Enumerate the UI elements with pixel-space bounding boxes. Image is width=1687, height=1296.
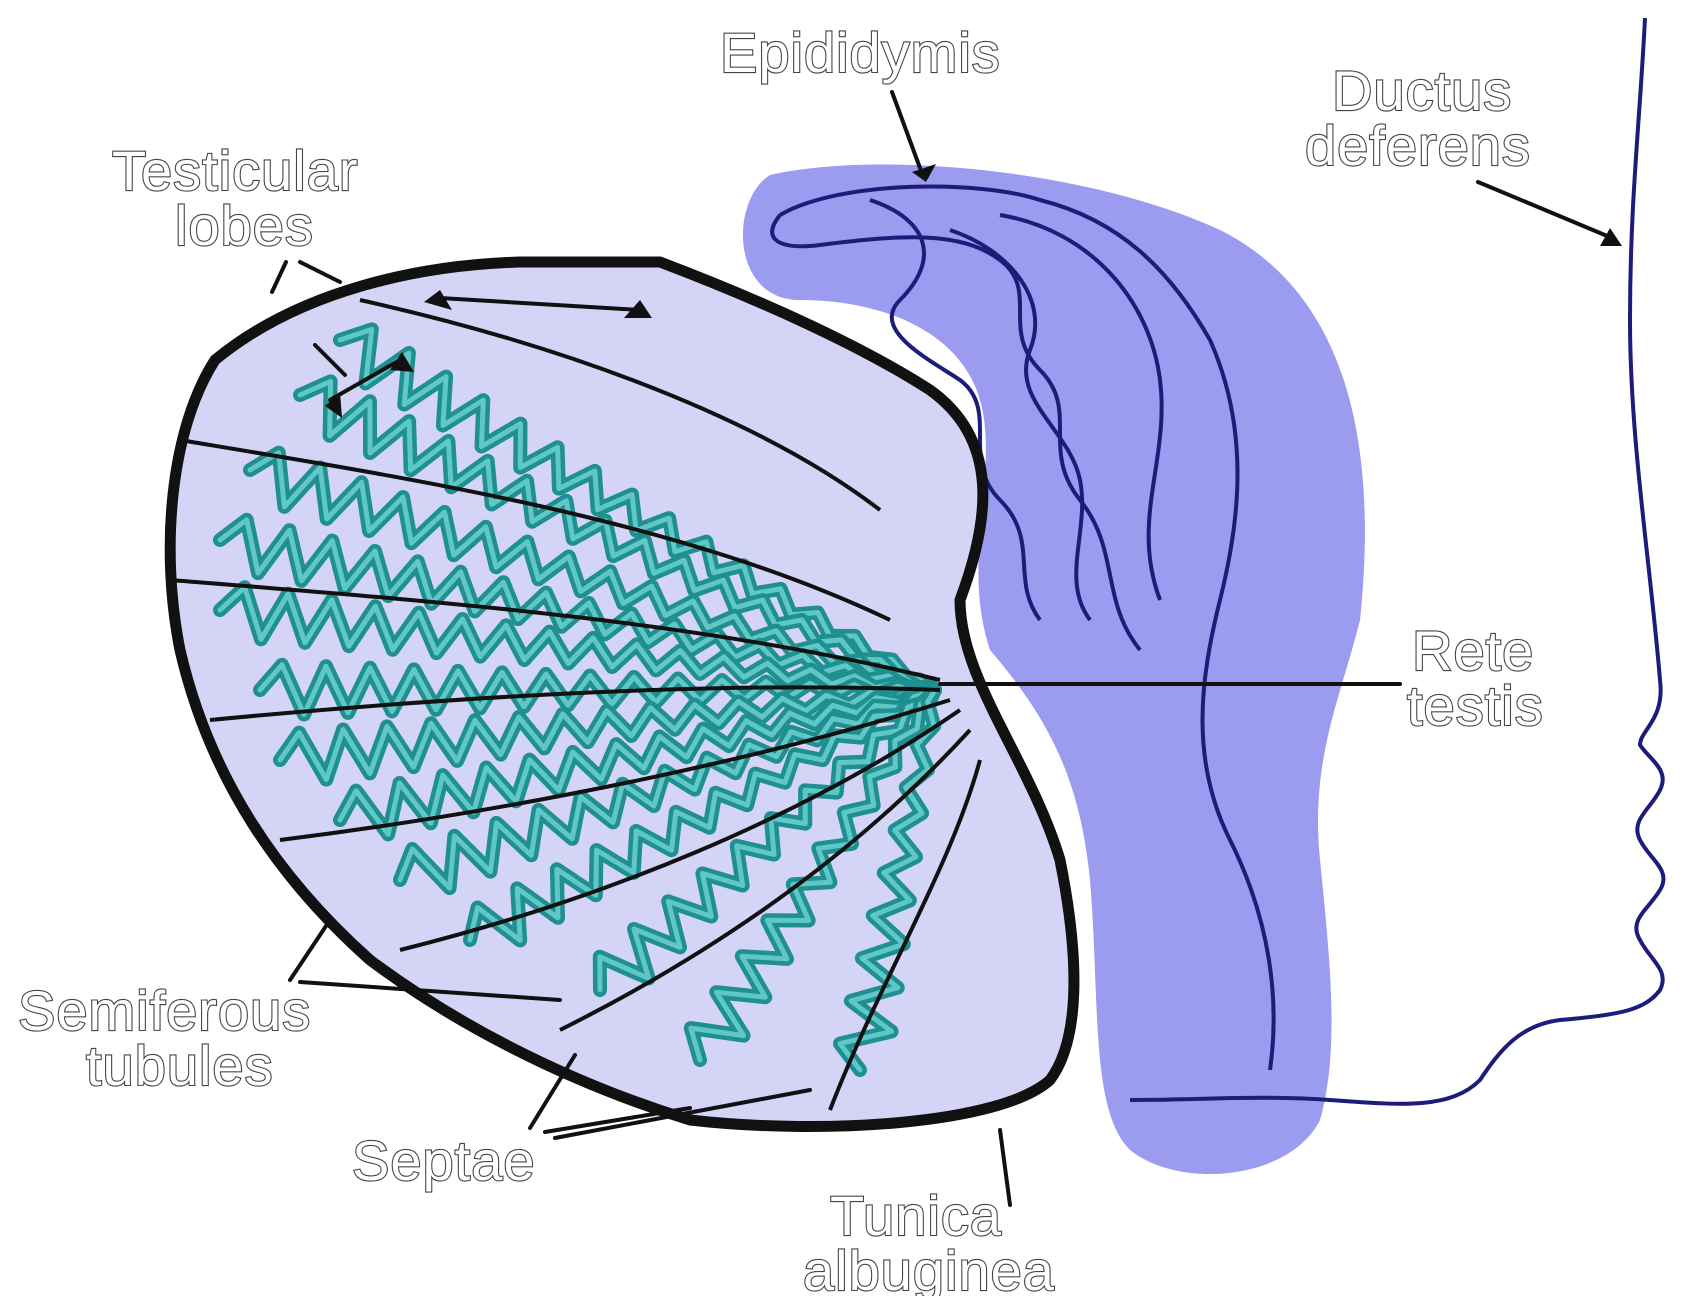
label-semi-line2: tubules: [86, 1034, 274, 1097]
epididymis-leader: [892, 92, 920, 168]
label-septae: Septae: [352, 1129, 536, 1192]
ductus-arrowhead: [1600, 228, 1622, 246]
label-lobes-line1: Testicular: [112, 139, 359, 202]
label-epididymis: Epididymis: [720, 21, 1001, 84]
label-semi-line1: Semiferous: [18, 979, 311, 1042]
label-tunica-line1: Tunica: [830, 1184, 1002, 1247]
ductus-leader: [1478, 182, 1612, 238]
label-ductus-line2: deferens: [1305, 114, 1531, 177]
label-rete-line2: testis: [1407, 674, 1544, 737]
lobes-leader: [272, 262, 340, 292]
label-lobes-line2: lobes: [175, 194, 314, 257]
label-rete-line1: Rete: [1412, 619, 1534, 682]
label-tunica-line2: albuginea: [803, 1239, 1055, 1296]
label-ductus-line1: Ductus: [1332, 59, 1512, 122]
